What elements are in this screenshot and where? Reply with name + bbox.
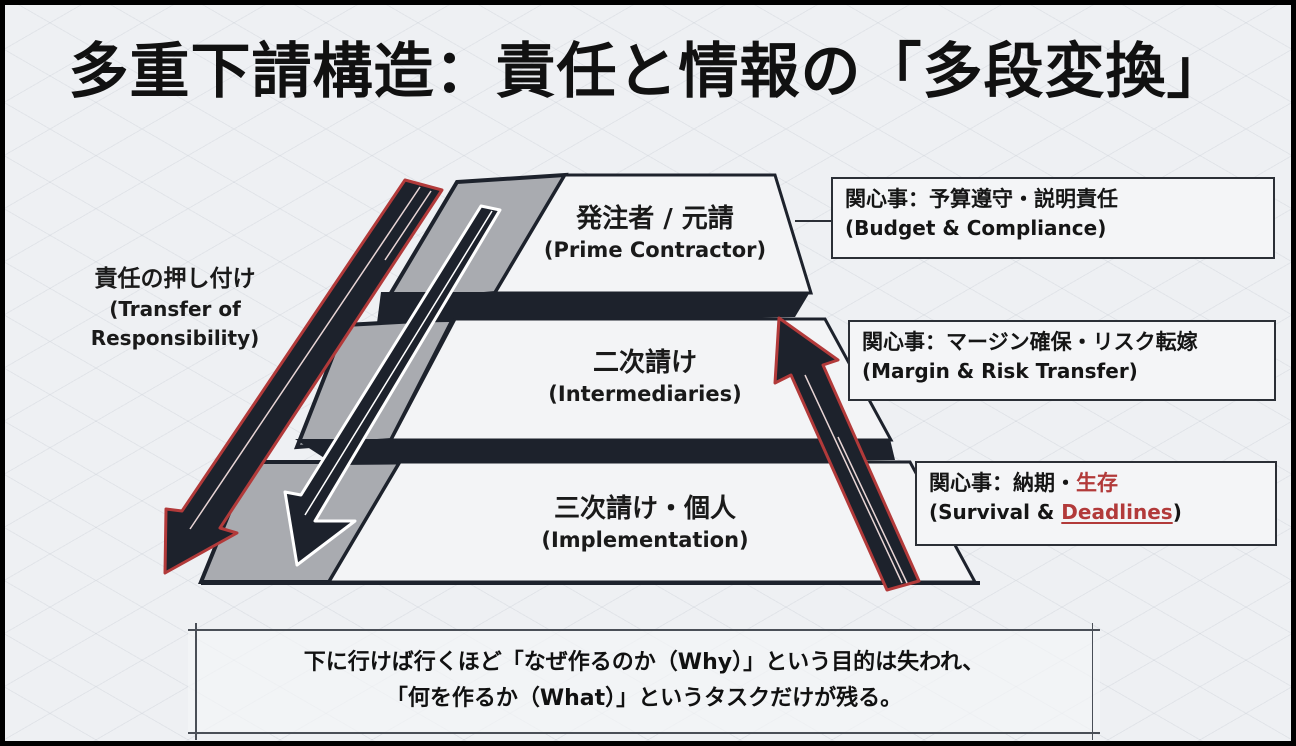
responsibility-down-arrow-icon (163, 178, 444, 575)
callout-3-jp-prefix: 関心事：納期・ (929, 471, 1076, 495)
left-label-en-2: Responsibility) (90, 326, 260, 350)
tier-2-face (388, 317, 894, 442)
slide-frame: 多重下請構造：責任と情報の「多段変換」 (5, 5, 1291, 741)
callout-intermediaries: 関心事：マージン確保・リスク転嫁 (Margin & Risk Transfer… (848, 320, 1276, 401)
callout-2-en: (Margin & Risk Transfer) (862, 359, 1138, 383)
tier-1-title: 発注者 / 元請 (576, 204, 734, 234)
callout-3-en-suffix: ) (1172, 500, 1182, 524)
summary-line-2: 「何を作るか（What）」というタスクだけが残る。 (385, 686, 903, 711)
summary-line-1: 下に行けば行くほど「なぜ作るのか（Why）」という目的は失われ、 (303, 650, 985, 675)
tier-3-label: 三次請け・個人 (Implementation) (515, 492, 775, 554)
tier-2-subtitle: (Intermediaries) (548, 382, 742, 406)
inner-down-arrow-icon (283, 204, 502, 567)
callout-3-en-accent: Deadlines (1061, 500, 1173, 524)
callout-implementation: 関心事：納期・生存 (Survival & Deadlines) (915, 461, 1277, 546)
callout-1-en: (Budget & Compliance) (845, 216, 1107, 240)
left-label-jp: 責任の押し付け (94, 266, 256, 292)
callout-2-jp: 関心事：マージン確保・リスク転嫁 (862, 330, 1198, 354)
left-label-en-1: (Transfer of (109, 297, 241, 321)
tier-3-title: 三次請け・個人 (553, 494, 736, 524)
pyramid-diagram (163, 172, 980, 592)
tier-1-label: 発注者 / 元請 (Prime Contractor) (525, 202, 785, 264)
callout-3-en: (Survival & Deadlines) (929, 498, 1263, 526)
callout-1-jp: 関心事：予算遵守・説明責任 (845, 187, 1118, 211)
upward-pressure-arrow-icon (773, 316, 921, 592)
tier-1-subtitle: (Prime Contractor) (543, 238, 767, 262)
tier-2-title: 二次請け (592, 348, 697, 378)
summary-left-bar (195, 623, 197, 740)
summary-box: 下に行けば行くほど「なぜ作るのか（Why）」という目的は失われ、 「何を作るか（… (188, 623, 1100, 740)
tier-3-subtitle: (Implementation) (541, 528, 749, 552)
page-title: 多重下請構造：責任と情報の「多段変換」 (68, 37, 1228, 107)
callout-prime-contractor: 関心事：予算遵守・説明責任 (Budget & Compliance) (831, 177, 1275, 259)
callout-3-en-prefix: (Survival & (929, 500, 1062, 524)
tier-1-face (492, 173, 814, 295)
tier-separator-2 (295, 439, 895, 465)
summary-right-bar (1091, 623, 1093, 740)
tier-2-label: 二次請け (Intermediaries) (515, 346, 775, 408)
callout-3-jp: 関心事：納期・生存 (929, 469, 1263, 498)
tier-separator-1 (377, 292, 810, 323)
callout-3-jp-accent: 生存 (1076, 471, 1118, 495)
transfer-of-responsibility-label: 責任の押し付け (Transfer of Responsibility) (55, 263, 295, 353)
